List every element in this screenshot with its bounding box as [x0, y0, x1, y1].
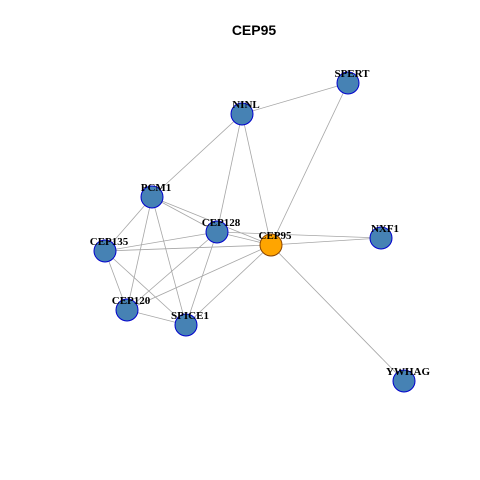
edge-ninl-cep128	[216, 113, 243, 233]
node-label-cep128: CEP128	[202, 217, 241, 229]
node-circle-cep95	[259, 233, 283, 257]
node-spice1: SPICE1	[171, 310, 209, 337]
edge-spert-cep95	[270, 82, 349, 246]
node-label-pcm1: PCM1	[141, 182, 172, 194]
node-circle-nxf1	[369, 226, 393, 250]
node-circle-ninl	[230, 102, 254, 126]
edge-cep128-cep135	[104, 231, 218, 252]
node-circle-pcm1	[140, 185, 164, 209]
edge-cep95-spice1	[185, 244, 272, 326]
node-cep135: CEP135	[90, 236, 129, 263]
node-label-ninl: NINL	[232, 99, 260, 111]
edge-ninl-cep95	[241, 113, 272, 246]
node-label-cep135: CEP135	[90, 236, 129, 248]
node-label-cep120: CEP120	[112, 295, 151, 307]
edge-cep95-cep120	[126, 244, 272, 311]
edge-pcm1-cep120	[126, 196, 153, 311]
edge-cep135-spice1	[104, 250, 187, 326]
edge-cep95-cep135	[104, 244, 272, 252]
edge-pcm1-cep128	[151, 196, 218, 233]
node-circle-cep135	[93, 239, 117, 263]
node-label-spice1: SPICE1	[171, 310, 209, 322]
node-ninl: NINL	[230, 99, 260, 126]
node-cep95: CEP95	[259, 230, 293, 257]
node-spert: SPERT	[334, 68, 370, 95]
edge-cep128-cep120	[126, 231, 218, 311]
edge-ninl-spert	[241, 82, 349, 115]
edge-pcm1-cep95	[151, 196, 272, 246]
edge-cep95-ywhag	[270, 244, 405, 382]
node-ywhag: YWHAG	[386, 366, 430, 393]
node-circle-spice1	[174, 313, 198, 337]
node-circle-spert	[336, 71, 360, 95]
node-cep120: CEP120	[112, 295, 151, 322]
node-label-spert: SPERT	[334, 68, 370, 80]
node-nxf1: NXF1	[369, 223, 399, 250]
edge-cep128-nxf1	[216, 231, 382, 239]
node-label-ywhag: YWHAG	[386, 366, 430, 378]
node-circle-cep128	[205, 220, 229, 244]
edge-pcm1-cep135	[104, 196, 153, 252]
edge-ninl-pcm1	[151, 113, 243, 198]
edge-layer	[104, 82, 405, 382]
edge-pcm1-spice1	[151, 196, 187, 326]
edge-cep95-nxf1	[270, 237, 382, 246]
diagram-title: CEP95	[232, 22, 277, 38]
node-label-nxf1: NXF1	[371, 223, 399, 235]
node-pcm1: PCM1	[140, 182, 172, 209]
node-label-cep95: CEP95	[259, 230, 293, 242]
node-circle-cep120	[115, 298, 139, 322]
node-circle-ywhag	[392, 369, 416, 393]
node-cep128: CEP128	[202, 217, 241, 244]
